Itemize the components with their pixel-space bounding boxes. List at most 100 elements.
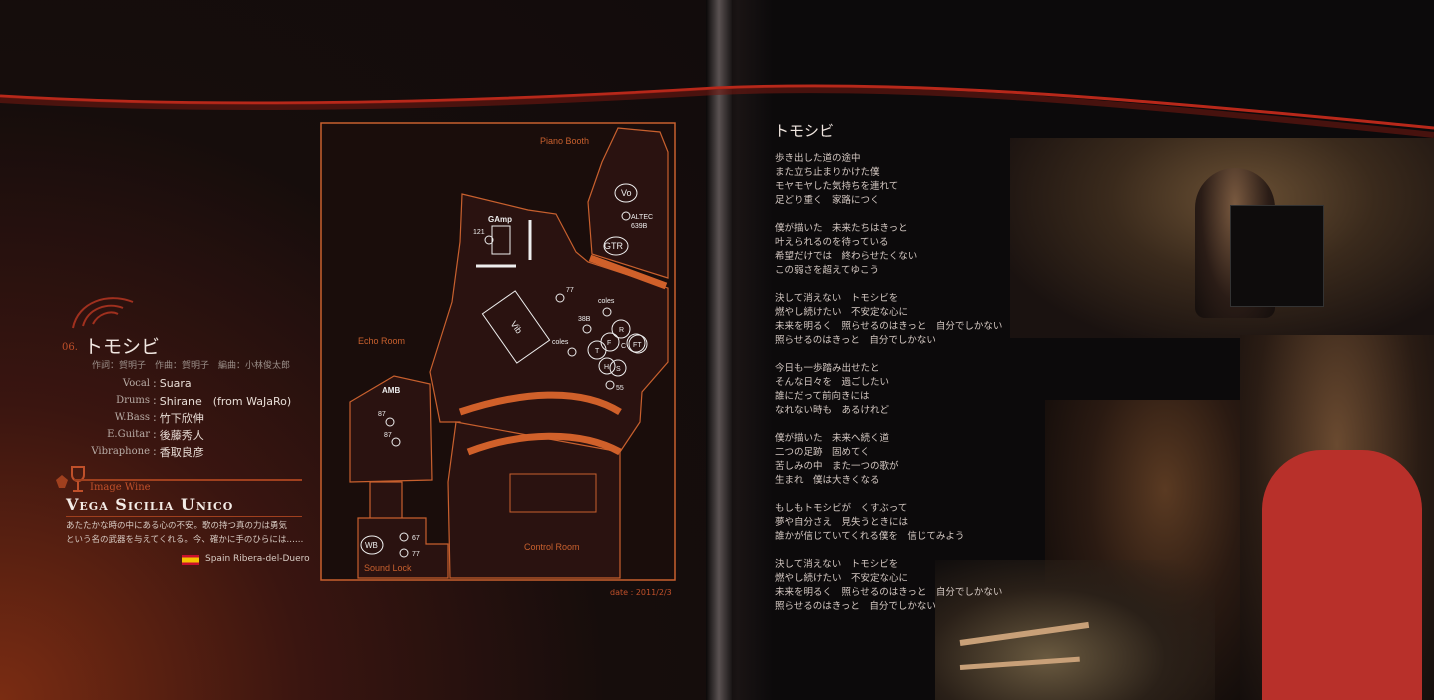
staff-row: E.Guitar:後藤秀人: [40, 426, 310, 443]
drum-label: T: [595, 348, 600, 355]
track-number: 06.: [62, 342, 78, 353]
wine-name: Vega Sicilia Unico: [66, 495, 234, 514]
guitar-amp-label: GAmp: [488, 215, 512, 224]
console: [509, 473, 597, 513]
corridor: [369, 481, 403, 521]
mic-label: 38B: [578, 316, 591, 323]
staff-name: 香取良彦: [159, 445, 204, 459]
mic-label: 67: [412, 535, 420, 542]
staff-row: W.Bass:竹下欣伸: [40, 409, 310, 426]
drum-label: R: [619, 327, 624, 334]
studio-floor-plan: Piano Booth Echo Room Sound Lock Control…: [320, 122, 676, 581]
staff-row: Vibraphone:香取良彦: [40, 443, 310, 460]
staff-row: Vocal:Suara: [40, 375, 310, 392]
staff-row: Drums:Shirane (from WaJaRo): [40, 392, 310, 409]
lyrics-line: 生まれ 僕は大きくなる: [775, 475, 880, 486]
mic-label: 121: [473, 229, 485, 236]
lyrics-stanza: 決して消えない トモシビを燃やし続けたい 不安定な心に未来を明るく 照らせるのは…: [775, 558, 1002, 614]
lyrics-stanza: 歩き出した道の途中また立ち止まりかけた僕モヤモヤした気持ちを連れて足どり重く 家…: [775, 152, 1002, 208]
room-label-control-room: Control Room: [524, 542, 580, 552]
echo-room: [349, 375, 433, 483]
lyrics-line: 燃やし続けたい 不安定な心に: [775, 307, 909, 318]
mic-label: 639B: [631, 223, 648, 230]
lyrics-title: トモシビ: [774, 122, 835, 140]
lyrics-line: 足どり重く 家路につく: [775, 195, 880, 206]
lyrics-line: 僕が描いた 未来へ続く道: [775, 433, 890, 444]
vocal-label: Vo: [621, 188, 632, 198]
booklet-spine: [706, 0, 732, 700]
lyrics-stanza: 僕が描いた 未来たちはきっと叶えられるのを待っている希望だけでは 終わらせたくな…: [775, 222, 1002, 278]
staff-name: 後藤秀人: [159, 428, 204, 442]
lyrics-line: 今日も一歩踏み出せたと: [775, 363, 880, 374]
bassist-red-shirt: [1262, 450, 1422, 700]
lyrics-line: そんな日々を 過ごしたい: [775, 377, 890, 388]
music-note-ornament: [72, 297, 134, 329]
staff-list: Vocal:Suara Drums:Shirane (from WaJaRo) …: [40, 375, 310, 460]
staff-name: Shirane (from WaJaRo): [159, 394, 292, 408]
divider: [74, 479, 302, 481]
bass-label: WB: [365, 541, 378, 550]
mic-label: 77: [566, 287, 574, 294]
live-room: [429, 193, 669, 453]
lyrics-line: 希望だけでは 終わらせたくない: [775, 251, 918, 262]
lyrics-line: 未来を明るく 照らせるのはきっと 自分でしかない: [775, 321, 1003, 332]
lyrics-stanza: 今日も一歩踏み出せたとそんな日々を 過ごしたい誰にだって前向きにはなれない時も …: [775, 362, 1002, 418]
staff-name: 竹下欣伸: [159, 411, 204, 425]
lyrics-line: なれない時も あるけれど: [775, 405, 890, 416]
mic-label: ALTEC: [631, 214, 653, 221]
staff-role: Vibraphone: [91, 446, 150, 457]
wine-description: あたたかな時の中にある心の不安。歌の持つ真の力は勇気 という名の武器を与えてくれ…: [66, 519, 303, 547]
songwriting-credits: 作詞：賀明子 作曲：賀明子 編曲：小林俊太郎: [92, 361, 291, 371]
lyrics-stanza: 決して消えない トモシビを燃やし続けたい 不安定な心に未来を明るく 照らせるのは…: [775, 292, 1002, 348]
mic-label: coles: [598, 298, 615, 305]
drum-label: FT: [633, 342, 642, 349]
lyrics-line: 歩き出した道の途中: [775, 153, 861, 164]
lyrics-line: 誰かが信じていてくれる僕を 信じてみよう: [775, 531, 965, 542]
lyrics-line: 二つの足跡 固めてく: [775, 447, 870, 458]
lyrics-stanza: 僕が描いた 未来へ続く道二つの足跡 固めてく苦しみの中 また一つの歌が生まれ 僕…: [775, 432, 1002, 488]
description-line: という名の武器を与えてくれる。今、確かに手のひらには……: [66, 535, 304, 545]
piano-booth: [587, 127, 669, 279]
drum-label: C: [621, 343, 626, 350]
room-label-echo-room: Echo Room: [358, 336, 405, 346]
lyrics-line: 照らせるのはきっと 自分でしかない: [775, 335, 936, 346]
staff-name: Suara: [159, 377, 192, 390]
description-line: あたたかな時の中にある心の不安。歌の持つ真の力は勇気: [66, 521, 288, 531]
wine-label: Image Wine: [90, 482, 151, 493]
track-title: トモシビ: [84, 336, 161, 358]
mic-label: 77: [412, 551, 420, 558]
photo-vibraphone: [935, 560, 1215, 700]
mic-label: 87: [378, 411, 386, 418]
lyrics-line: 決して消えない トモシビを: [775, 559, 899, 570]
drum-label: H: [604, 364, 609, 371]
wine-origin: Spain Ribera-del-Duero: [205, 554, 310, 564]
lyrics-line: 燃やし続けたい 不安定な心に: [775, 573, 909, 584]
room-label-piano-booth: Piano Booth: [540, 136, 589, 146]
microphone-icon: [385, 211, 631, 558]
lyrics-line: この弱さを超えてゆこう: [775, 265, 880, 276]
lyrics: 歩き出した道の途中また立ち止まりかけた僕モヤモヤした気持ちを連れて足どり重く 家…: [775, 152, 1002, 628]
divider: [66, 516, 302, 517]
guitar-label: GTR: [604, 241, 623, 251]
drum-label: S: [616, 366, 621, 373]
lyrics-line: 誰にだって前向きには: [775, 391, 870, 402]
lyrics-line: 僕が描いた 未来たちはきっと: [775, 223, 908, 234]
lyrics-line: 叶えられるのを待っている: [775, 237, 889, 248]
sound-lock: [357, 517, 449, 579]
lyrics-line: 夢や自分さえ 見失うときには: [775, 517, 909, 528]
staff-role: Vocal: [122, 378, 150, 389]
ambience-label: AMB: [382, 386, 400, 395]
control-room: [447, 421, 621, 579]
lyrics-stanza: もしもトモシビが くすぶって夢や自分さえ 見失うときには誰かが信じていてくれる僕…: [775, 502, 1002, 544]
red-swoosh-decoration: [0, 84, 1434, 138]
spain-flag-icon: [182, 555, 199, 565]
lyrics-line: 照らせるのはきっと 自分でしかない: [775, 601, 936, 612]
recording-date: date : 2011/2/3: [610, 588, 672, 597]
mic-label: 87: [384, 432, 392, 439]
staff-role: E.Guitar: [107, 429, 150, 440]
lyrics-line: また立ち止まりかけた僕: [775, 167, 880, 178]
room-label-sound-lock: Sound Lock: [364, 563, 412, 573]
mic-label: coles: [552, 339, 569, 346]
lyrics-line: 決して消えない トモシビを: [775, 293, 899, 304]
staff-role: W.Bass: [114, 412, 150, 423]
